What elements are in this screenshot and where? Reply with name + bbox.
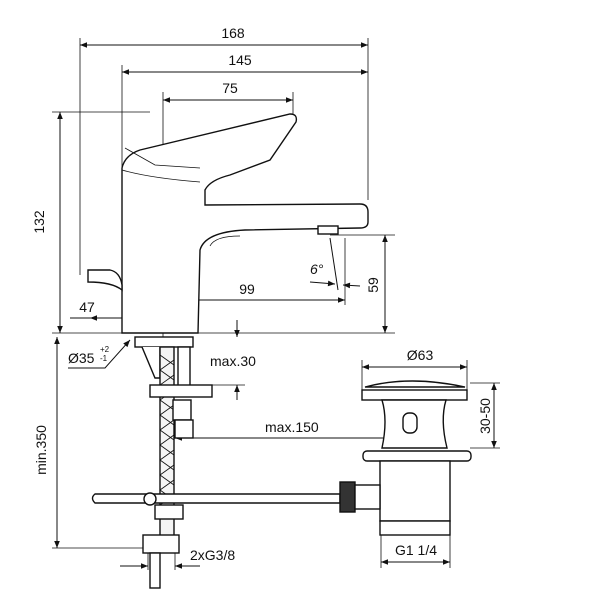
label-47: 47 xyxy=(79,299,95,315)
label-35-plus: +2 xyxy=(100,345,110,354)
faucet-body xyxy=(87,113,369,334)
label-35-minus: -1 xyxy=(100,354,108,363)
label-132: 132 xyxy=(31,210,47,234)
label-max30: max.30 xyxy=(210,353,256,369)
label-6deg: 6° xyxy=(310,261,324,277)
label-g38: 2xG3/8 xyxy=(190,547,235,563)
label-max150: max.150 xyxy=(265,419,319,435)
label-168: 168 xyxy=(221,25,245,41)
label-75: 75 xyxy=(222,80,238,96)
angle-line xyxy=(329,237,339,291)
label-min350: min.350 xyxy=(33,425,49,475)
label-g114: G1 1/4 xyxy=(395,542,437,558)
under-deck-fittings xyxy=(91,336,341,589)
pop-up-waste xyxy=(339,380,472,536)
label-59: 59 xyxy=(365,277,381,293)
dim-35-leader xyxy=(68,339,131,369)
label-35: Ø35 xyxy=(68,350,95,366)
label-99: 99 xyxy=(239,281,255,297)
label-63: Ø63 xyxy=(407,347,434,363)
label-30-50: 30-50 xyxy=(477,398,493,434)
label-145: 145 xyxy=(228,52,252,68)
